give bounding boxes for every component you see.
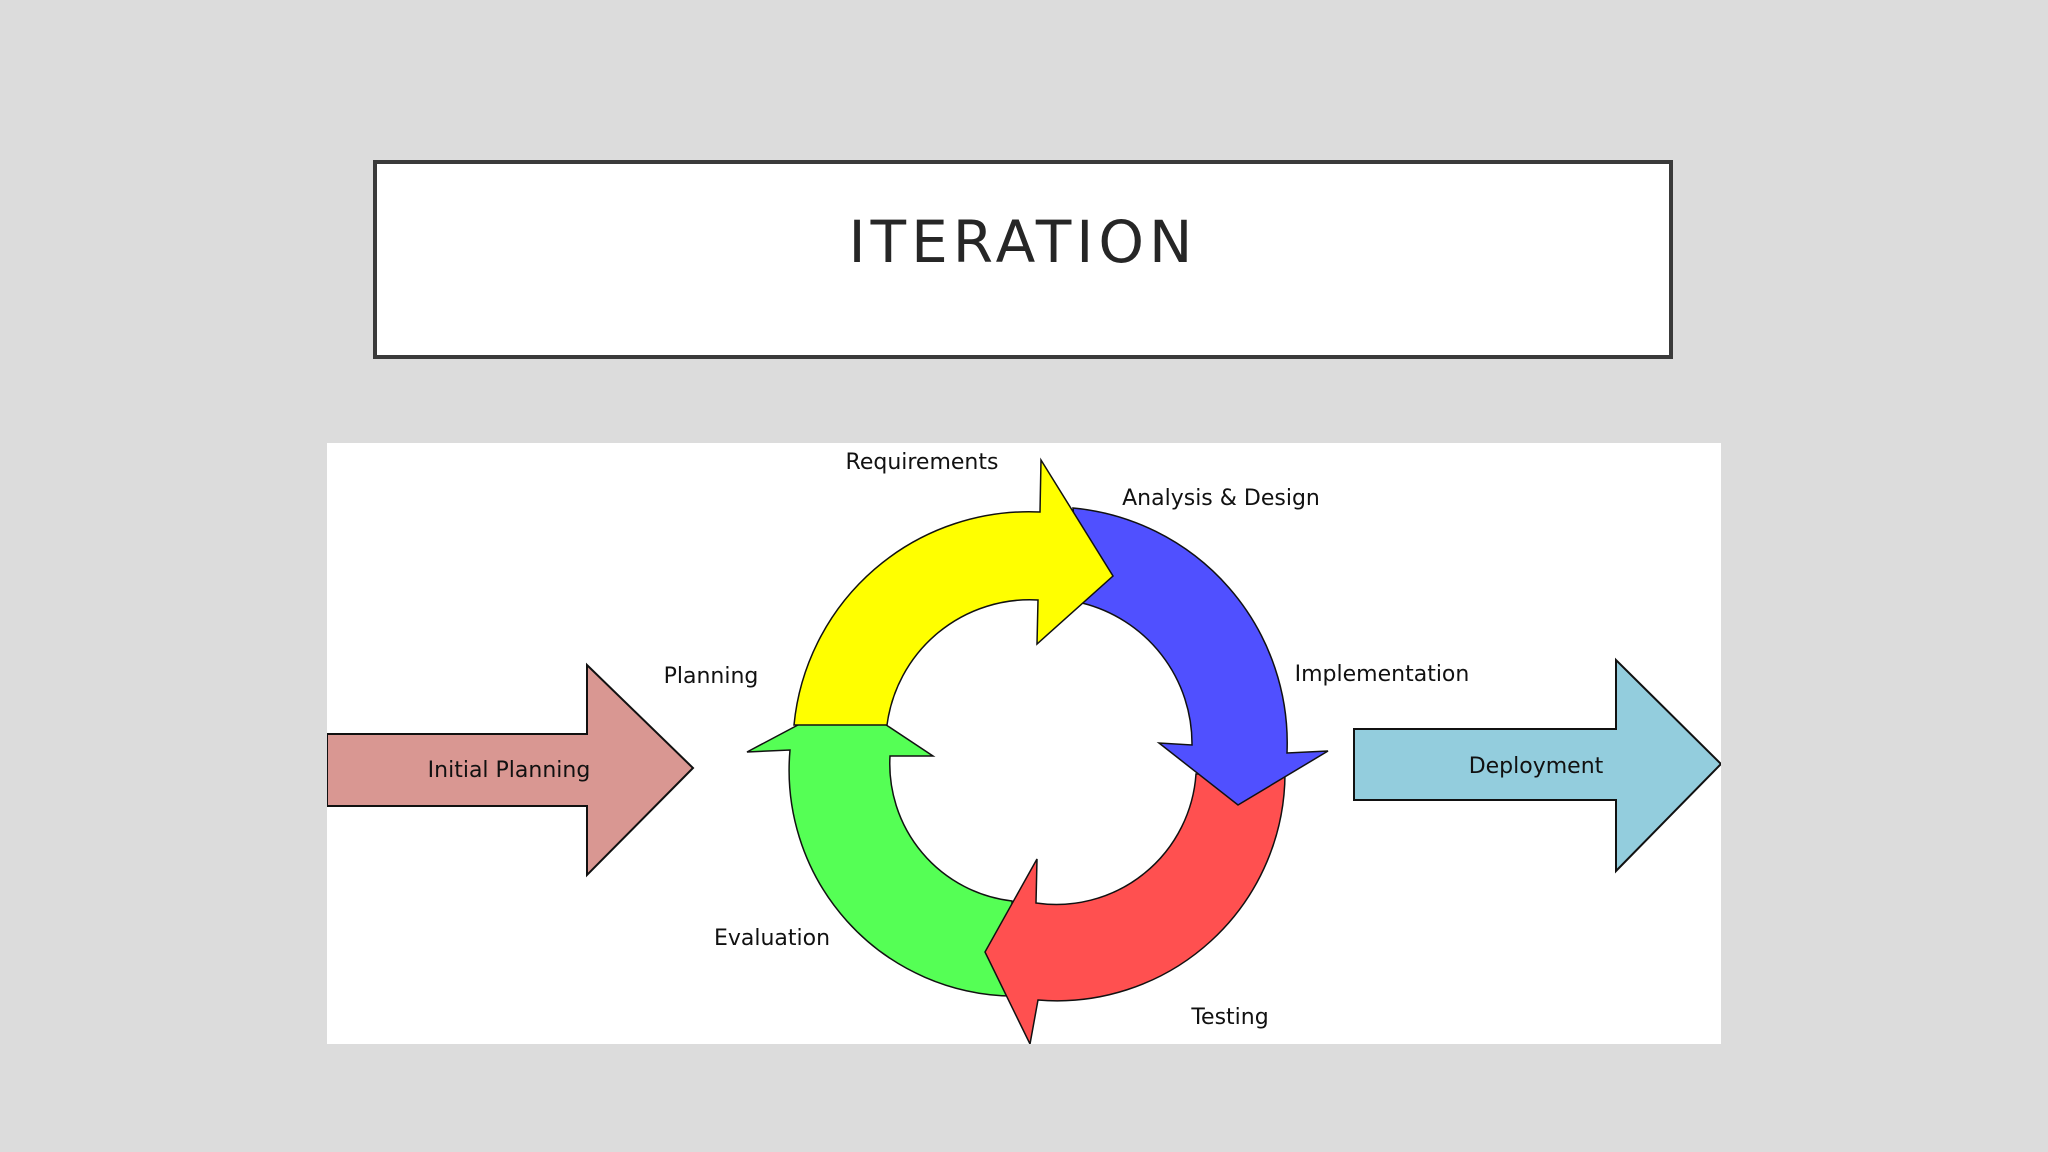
implementation-label: Implementation — [1295, 662, 1470, 687]
analysis-design-cycle-arrow — [1072, 507, 1329, 806]
diagram-canvas: Initial Planning Deployment Requirements… — [327, 450, 1721, 1044]
deployment-arrow — [1353, 657, 1721, 874]
initial-planning-arrow — [327, 662, 695, 878]
testing-cycle-arrow — [984, 773, 1286, 1044]
evaluation-cycle-arrow — [746, 698, 1013, 997]
title-box: ITERATION — [373, 160, 1673, 359]
requirements-label: Requirements — [846, 450, 999, 475]
deployment-label: Deployment — [1469, 754, 1604, 779]
testing-label: Testing — [1190, 1005, 1268, 1030]
requirements-cycle-arrow — [793, 457, 1114, 726]
evaluation-label: Evaluation — [714, 926, 830, 951]
iteration-diagram: Initial Planning Deployment Requirements… — [327, 443, 1721, 1044]
slide-title: ITERATION — [848, 208, 1198, 276]
analysis-design-label: Analysis & Design — [1122, 486, 1320, 511]
initial-planning-label: Initial Planning — [428, 758, 591, 783]
planning-label: Planning — [664, 664, 759, 689]
